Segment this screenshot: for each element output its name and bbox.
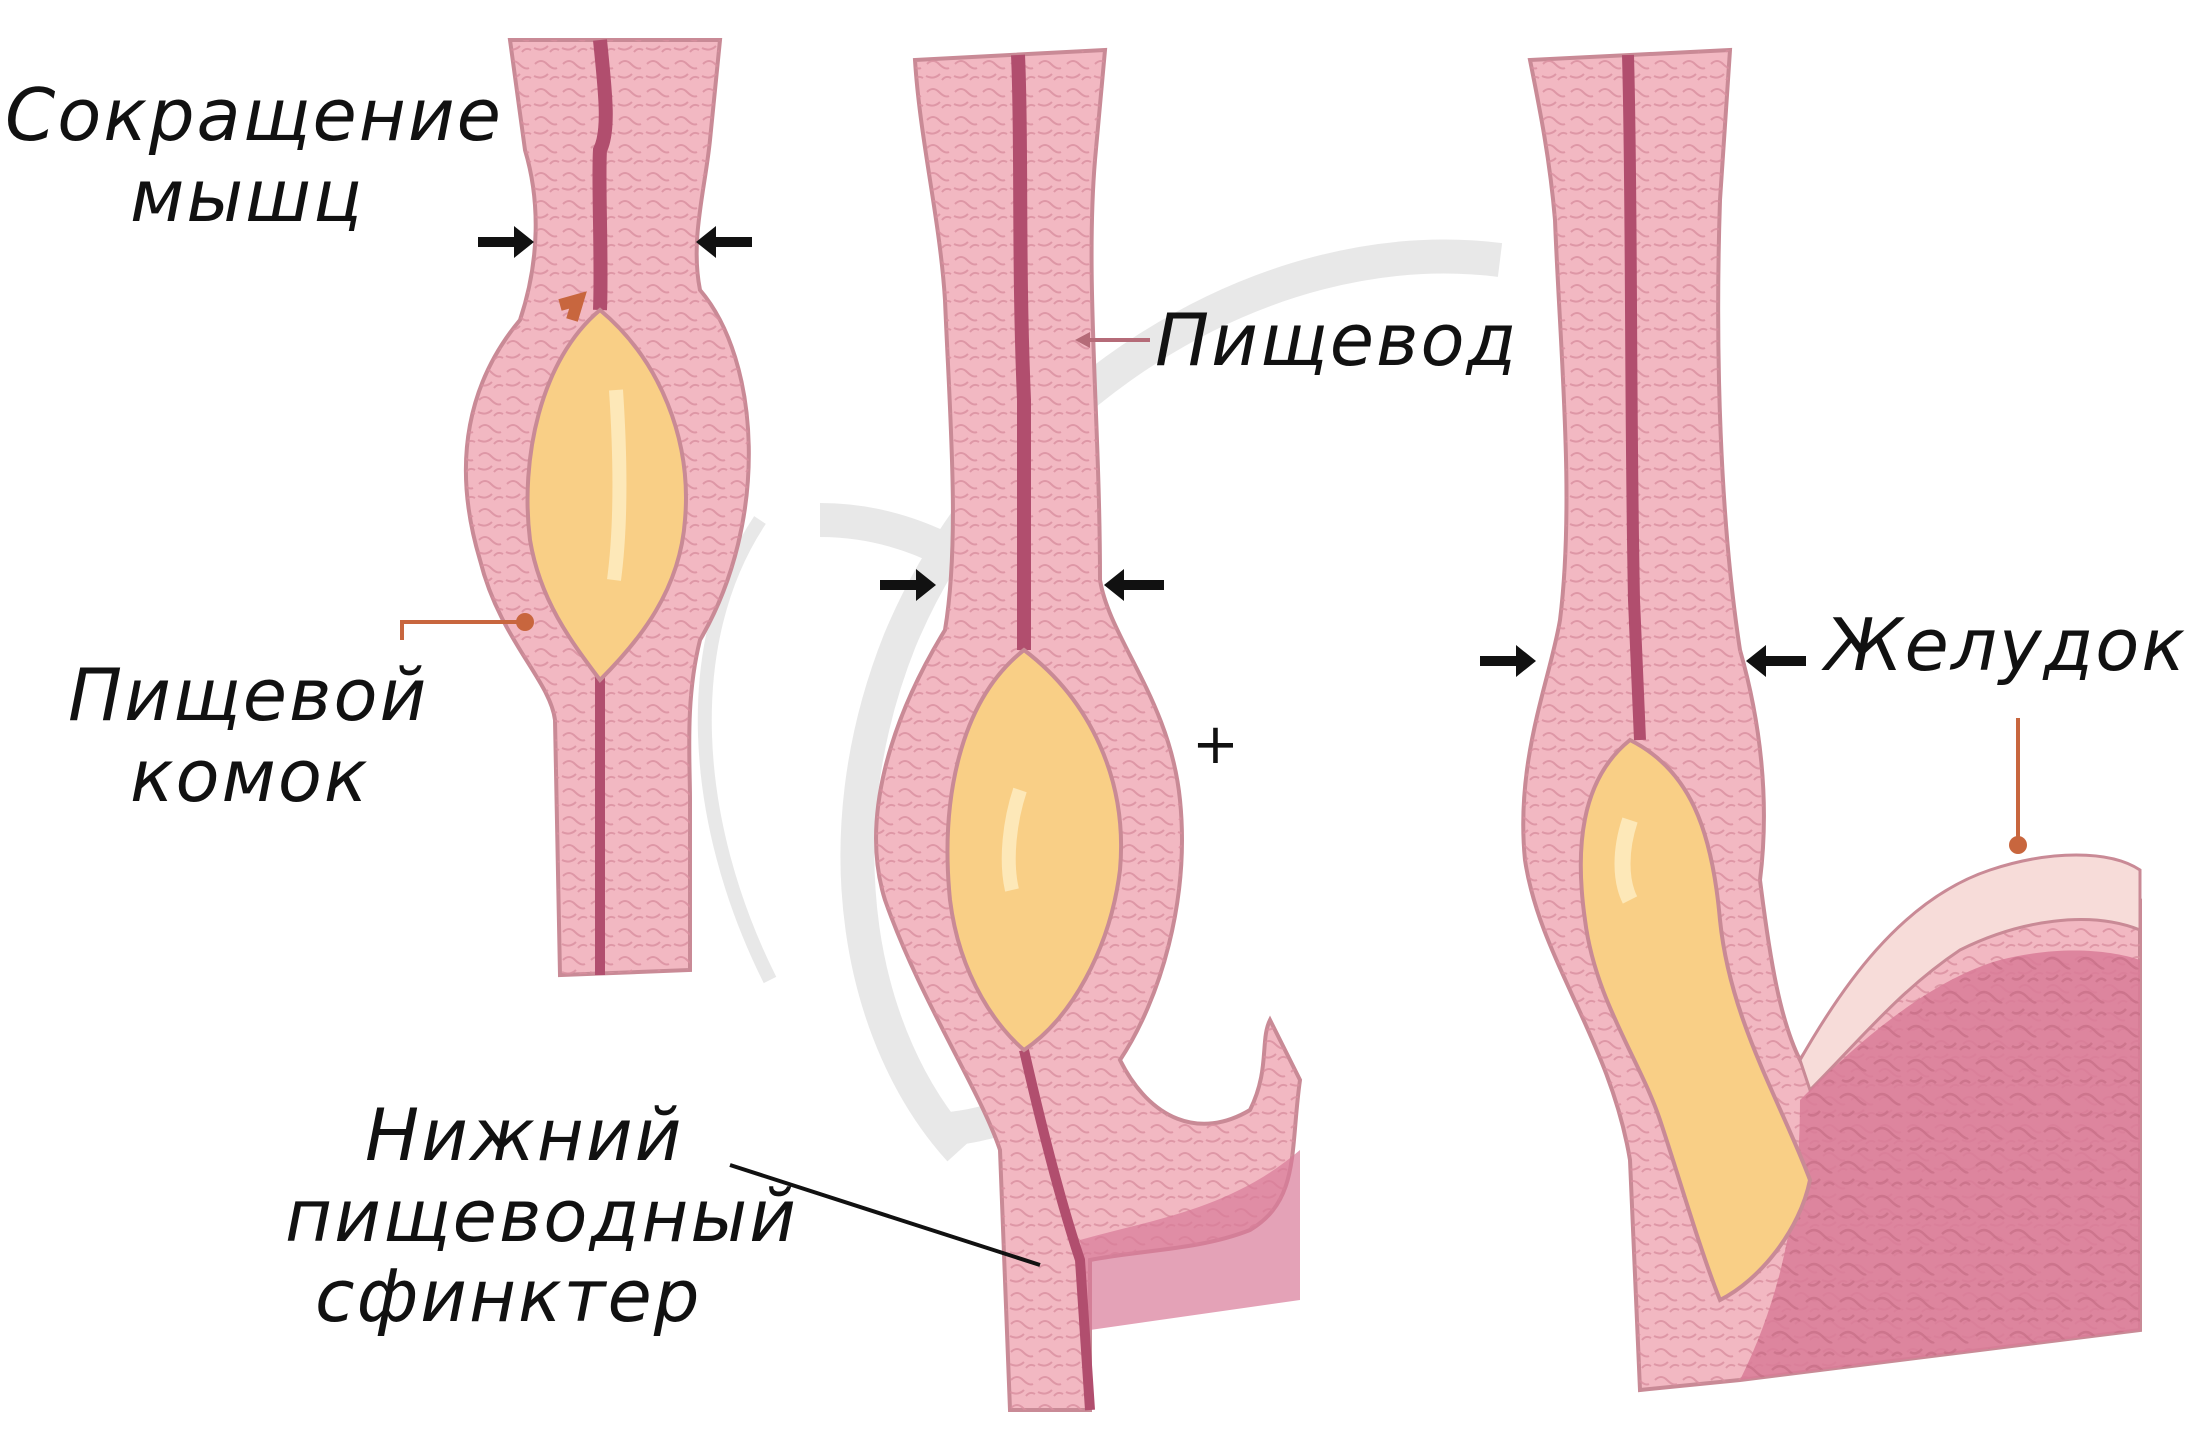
- plus-sign: +: [1192, 712, 1239, 777]
- arrow-left-3b: [1746, 645, 1806, 677]
- label-stomach: Желудок: [1825, 605, 2187, 686]
- label-bolus-line1: Пищевой: [68, 653, 429, 737]
- label-bolus: Пищевой комок: [68, 655, 428, 816]
- arrow-right-3a: [1480, 645, 1536, 677]
- label-muscle-contraction: Сокращение мышц: [5, 75, 503, 236]
- esophagus-stage-1: [463, 38, 751, 978]
- contraction-arrows: [478, 226, 1806, 677]
- label-sphincter-line1: Нижний: [365, 1093, 684, 1177]
- arrow-left-1b: [696, 226, 752, 258]
- arrow-right-1a: [478, 226, 534, 258]
- arrow-right-2a: [880, 569, 936, 601]
- arrow-left-2b: [1104, 569, 1164, 601]
- esophagus-stage-3: [1521, 47, 2142, 1393]
- pointer-lines: [400, 291, 2027, 1267]
- label-sphincter-line3: сфинктер: [315, 1254, 702, 1339]
- label-sphincter-line2: пищеводный: [285, 1173, 798, 1258]
- label-muscle-contraction-line2: мышц: [130, 153, 365, 238]
- label-esophagus: Пищевод: [1155, 300, 1518, 381]
- label-sphincter: Нижний пищеводный сфинктер: [285, 1095, 798, 1337]
- label-esophagus-text: Пищевод: [1155, 298, 1519, 382]
- esophagus-stage-2: [874, 47, 1303, 1412]
- label-muscle-contraction-line1: Сокращение: [5, 73, 503, 157]
- label-bolus-line2: комок: [130, 733, 370, 818]
- label-stomach-text: Желудок: [1825, 603, 2187, 687]
